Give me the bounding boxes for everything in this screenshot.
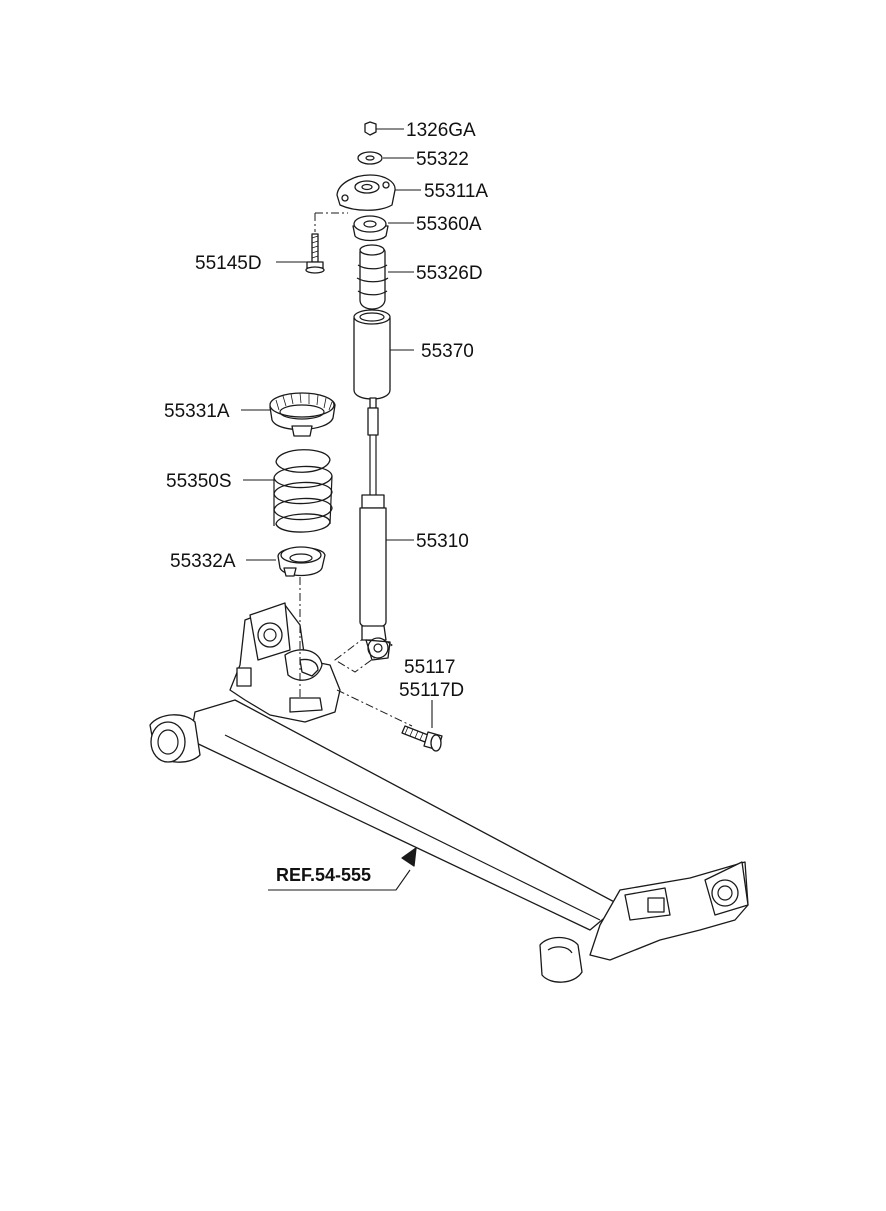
dust-cover-part [353, 309, 391, 400]
label-55326d: 55326D [416, 263, 483, 284]
label-1326ga: 1326GA [406, 120, 476, 141]
nut-part [364, 121, 377, 136]
label-55350s: 55350S [166, 471, 232, 492]
label-ref-54-555[interactable]: REF.54-555 [276, 865, 371, 885]
mount-bolt-part [305, 233, 325, 274]
bump-stopper-part [356, 244, 389, 310]
label-55117d: 55117D [399, 680, 464, 701]
mount-insulator-part [352, 215, 389, 242]
shock-absorber-part [359, 397, 391, 661]
leader-lines [241, 128, 433, 891]
rear-axle-beam [149, 602, 749, 983]
label-55311a: 55311A [424, 181, 488, 202]
washer-part [357, 151, 383, 165]
label-55332a: 55332A [170, 551, 236, 572]
upper-spring-pad-part [269, 392, 336, 437]
label-55331a: 55331A [164, 401, 230, 422]
label-55145d: 55145D [195, 253, 262, 274]
label-55360a: 55360A [416, 214, 482, 235]
lower-bolt-part [401, 725, 443, 752]
mount-part [336, 174, 396, 211]
coil-spring-part [273, 449, 333, 533]
label-55370: 55370 [421, 341, 474, 362]
label-55117: 55117 [404, 657, 455, 678]
label-55310: 55310 [416, 531, 469, 552]
lower-spring-pad-part [277, 546, 326, 577]
label-55322: 55322 [416, 149, 469, 170]
